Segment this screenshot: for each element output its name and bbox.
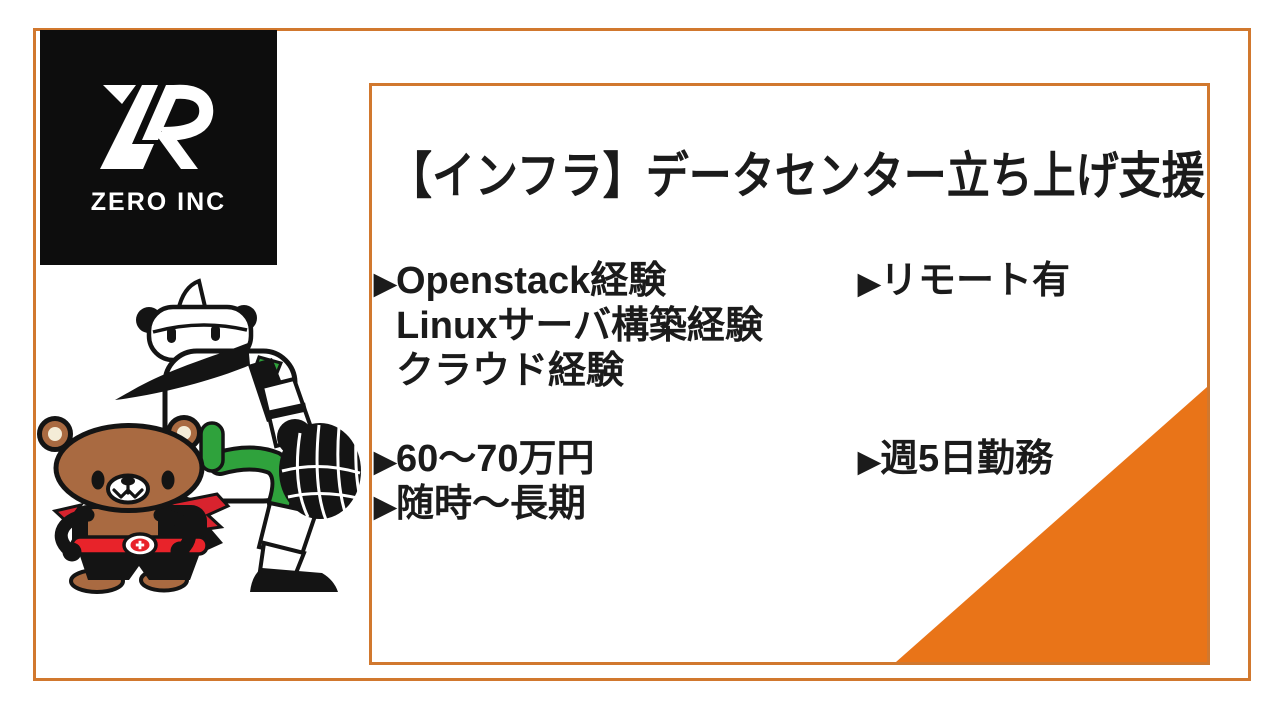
bullet-icon: ▶ — [374, 268, 397, 300]
rate-period-list: ▶60～70万円 ▶随時～長期 — [374, 437, 595, 527]
condition-item: ▶リモート有 — [858, 259, 1070, 304]
condition-text: 随時～長期 — [396, 483, 587, 525]
requirement-text: クラウド経験 — [396, 350, 625, 392]
bear-hero — [37, 415, 209, 594]
requirement-text: Openstack経験 — [396, 260, 667, 302]
mascot-illustration — [37, 278, 364, 594]
job-title: 【インフラ】データセンター立ち上げ支援 — [389, 148, 1205, 204]
company-logo: ZERO INC — [40, 30, 277, 265]
remote-item: ▶リモート有 — [858, 259, 1070, 304]
corner-accent-triangle — [896, 387, 1207, 662]
condition-item: ▶60～70万円 — [374, 437, 595, 482]
bullet-icon: ▶ — [858, 268, 881, 300]
requirement-item: クラウド経験 — [374, 349, 763, 394]
bullet-icon: ▶ — [858, 446, 881, 478]
job-card: 【インフラ】データセンター立ち上げ支援 ▶Openstack経験 Linuxサー… — [369, 83, 1210, 665]
requirement-text: Linuxサーバ構築経験 — [396, 305, 763, 347]
panda-robot — [115, 278, 364, 592]
zr-monogram-icon — [100, 84, 214, 169]
bullet-icon: ▶ — [374, 446, 397, 478]
schedule-item: ▶週5日勤務 — [858, 437, 1053, 482]
requirement-item: ▶Openstack経験 — [374, 259, 763, 304]
bullet-icon: ▶ — [374, 491, 397, 523]
company-name: ZERO INC — [90, 188, 227, 216]
condition-text: リモート有 — [880, 260, 1071, 302]
condition-item: ▶随時～長期 — [374, 482, 595, 527]
condition-text: 60～70万円 — [396, 438, 595, 480]
condition-item: ▶週5日勤務 — [858, 437, 1053, 482]
skills-list: ▶Openstack経験 Linuxサーバ構築経験 クラウド経験 — [374, 259, 763, 394]
requirement-item: Linuxサーバ構築経験 — [374, 304, 763, 349]
slide-border-frame — [33, 28, 1251, 681]
condition-text: 週5日勤務 — [880, 438, 1054, 480]
